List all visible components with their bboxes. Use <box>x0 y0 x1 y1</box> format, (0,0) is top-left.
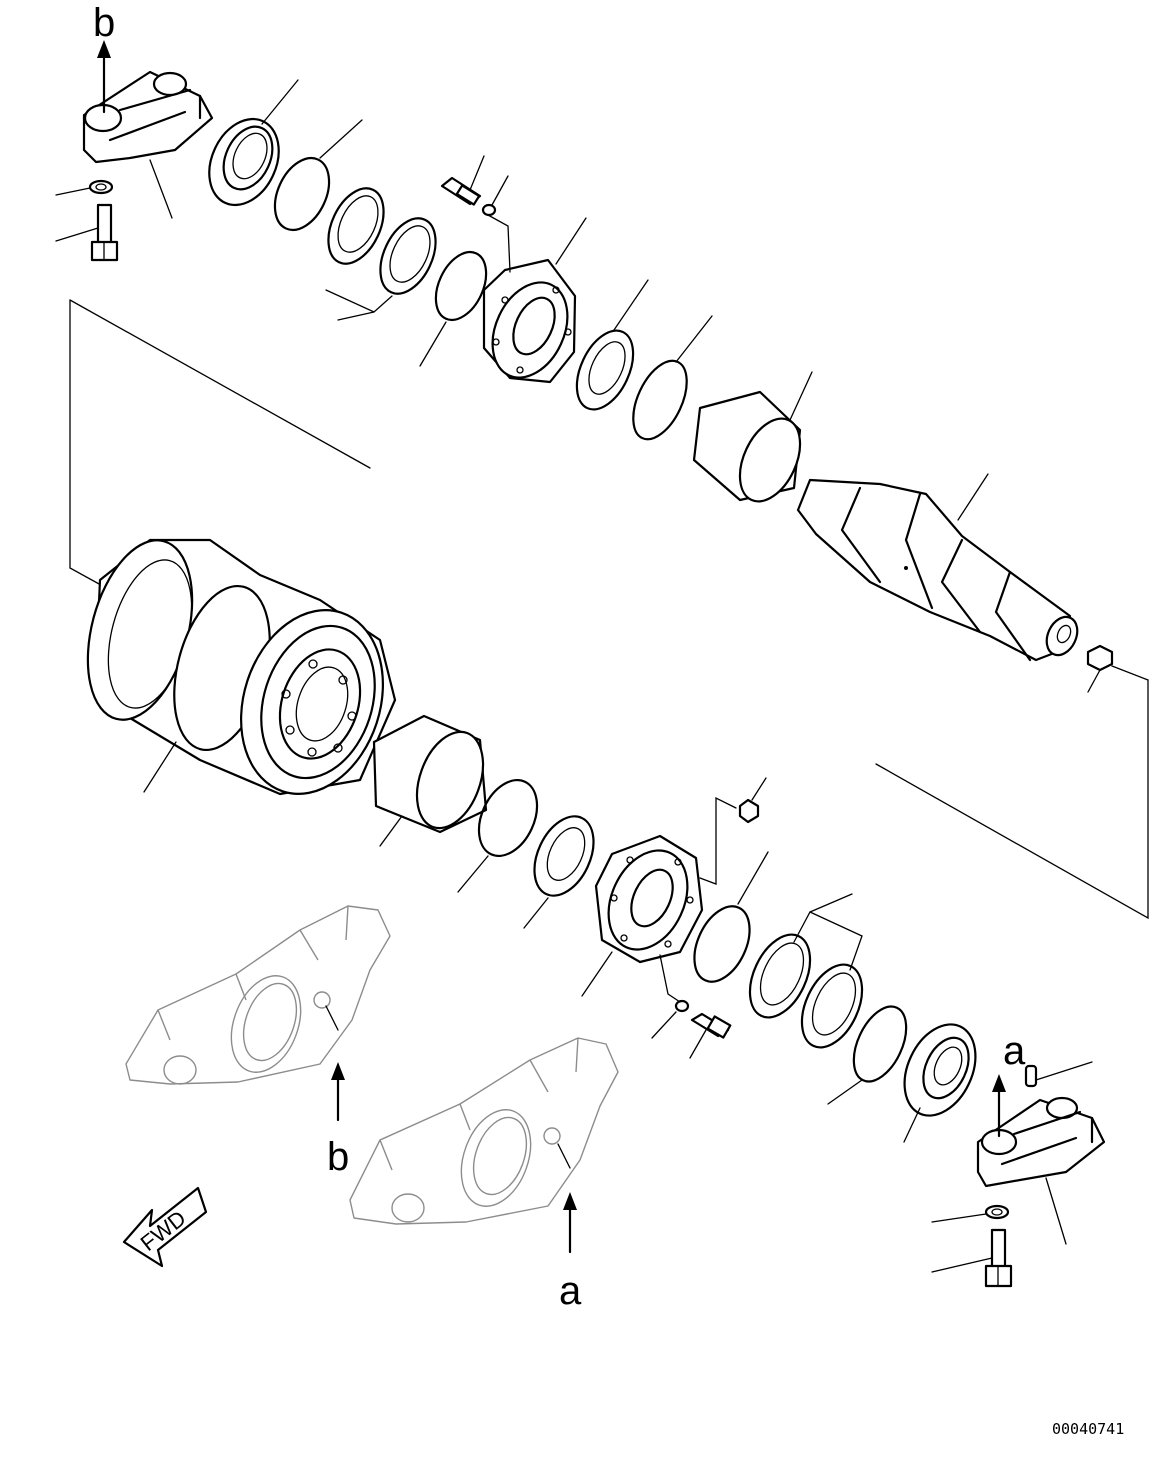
ghost-frame-a <box>349 1037 619 1225</box>
lower-bushing <box>372 714 488 847</box>
ref-label-b-bottom: b <box>327 1135 349 1179</box>
upper-o-ring-1 <box>273 119 363 232</box>
leader-lines-top-left <box>55 159 173 242</box>
upper-collar <box>482 214 587 384</box>
bottom-right-bolt <box>931 1228 1013 1288</box>
ghost-frame-b <box>125 905 391 1085</box>
upper-small-bolt <box>440 155 509 217</box>
roller-shaft <box>796 473 1079 662</box>
ref-b-arrow <box>325 1005 345 1122</box>
assembly-lines <box>69 299 1149 920</box>
ref-a-arrow <box>557 1143 577 1254</box>
shaft-plug <box>1086 644 1114 693</box>
lower-o-ring-3 <box>827 1005 908 1105</box>
lower-thrust-washer <box>523 815 595 929</box>
lower-plug <box>738 777 767 824</box>
ref-b-up-arrow <box>97 40 111 114</box>
picture-id: 00040741 <box>1052 1420 1124 1438</box>
lower-floating-seal-housing <box>903 1023 977 1143</box>
ref-label-a-bottom: a <box>559 1269 582 1313</box>
ref-label-b-top: b <box>93 1 115 45</box>
upper-o-ring-3 <box>632 315 713 441</box>
top-left-washer <box>88 179 114 195</box>
lower-small-bolt <box>651 954 732 1059</box>
bottom-right-washer <box>931 1204 1010 1223</box>
ref-label-a-top: a <box>1003 1029 1026 1073</box>
upper-floating-seal-housing <box>208 79 299 207</box>
lower-floating-seal-pair <box>748 893 864 1049</box>
upper-o-ring-2 <box>419 250 488 367</box>
lower-o-ring-2 <box>693 851 769 983</box>
upper-bushing <box>692 371 813 503</box>
lower-o-ring-1 <box>457 779 539 893</box>
bottom-right-bracket <box>976 1096 1106 1245</box>
fwd-direction-arrow: FWD <box>122 1186 208 1268</box>
lower-collar <box>581 796 737 997</box>
ref-a-up-arrow <box>992 1074 1006 1138</box>
top-left-bolt <box>90 203 119 262</box>
upper-thrust-washer <box>575 279 649 411</box>
bottom-right-pin <box>1024 1061 1093 1088</box>
track-roller <box>86 538 397 796</box>
upper-floating-seal-pair <box>325 187 437 321</box>
